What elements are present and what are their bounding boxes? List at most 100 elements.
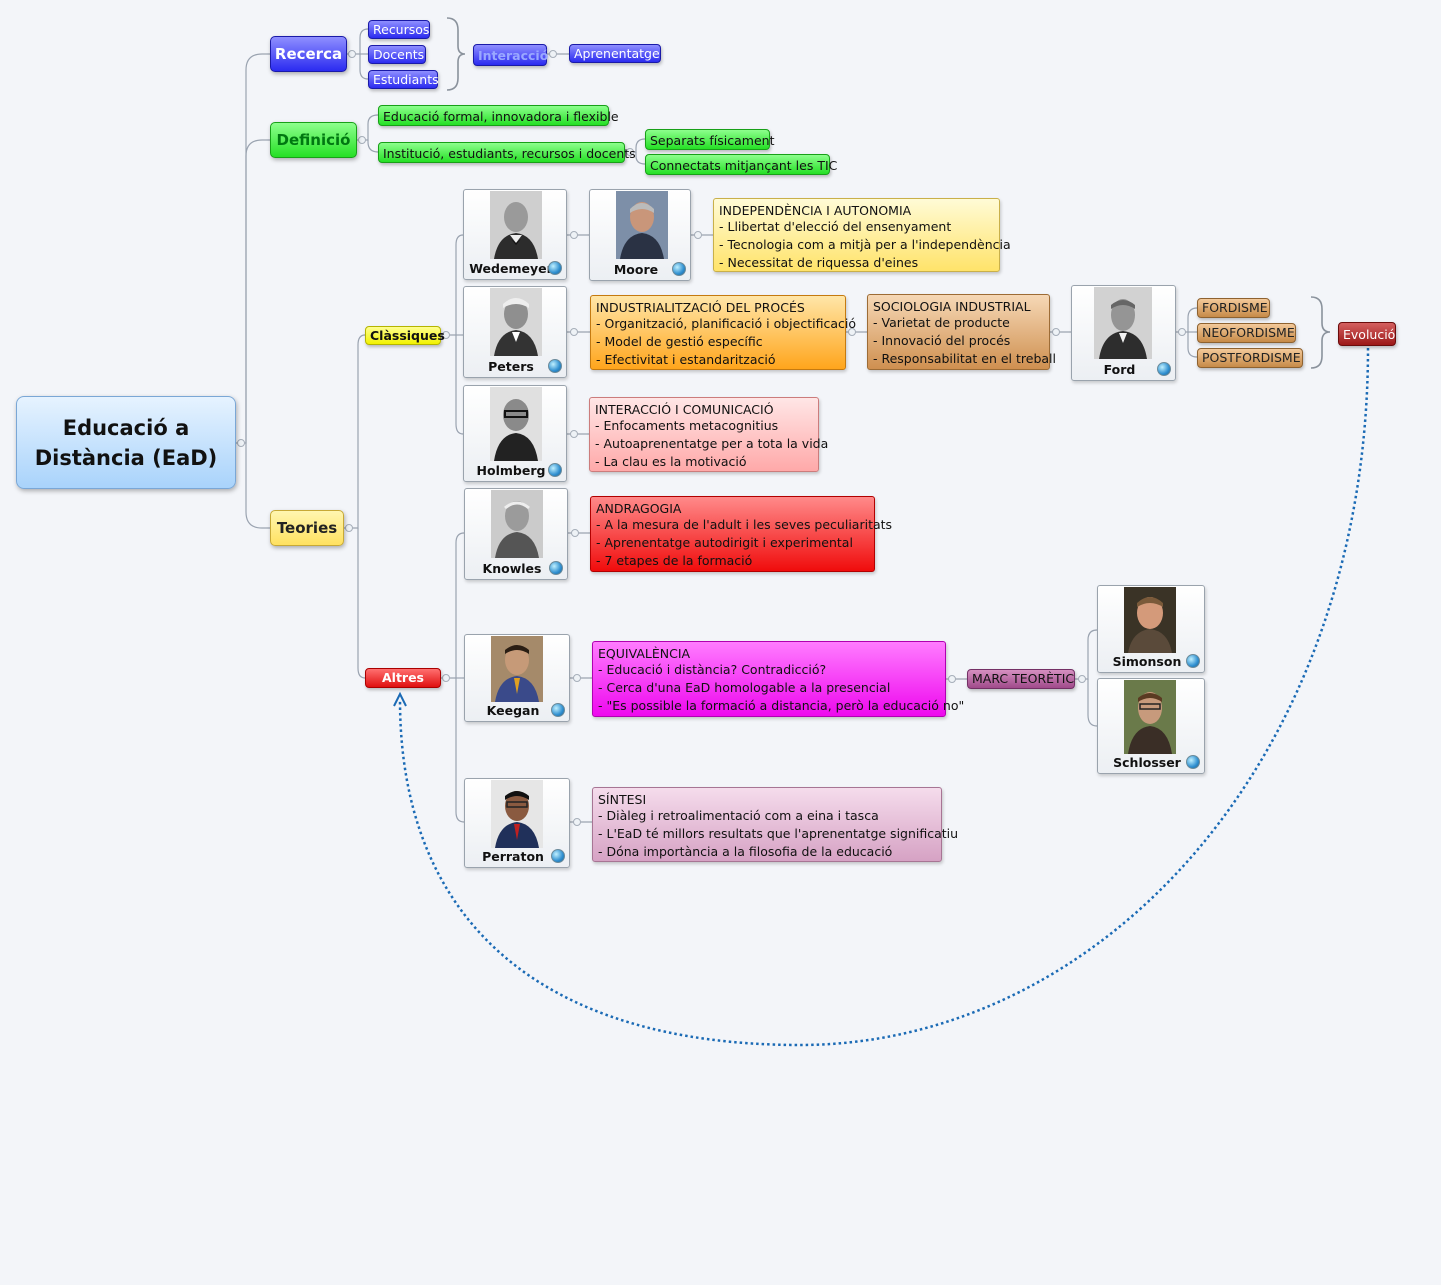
globe-icon[interactable]	[551, 849, 565, 863]
note-line: - Educació i distància? Contradicció?	[598, 662, 827, 677]
root-topic[interactable]: Educació a Distància (EaD)	[16, 396, 236, 489]
topic-aprenentatge-label: Aprenentatge	[574, 46, 660, 61]
note-title: INTERACCIÓ I COMUNICACIÓ	[595, 402, 774, 417]
topic-recursos[interactable]: Recursos	[368, 20, 430, 39]
note-line: - Enfocaments metacognitius	[595, 418, 779, 433]
note-line: - "Es possible la formació a distancia, …	[598, 698, 965, 713]
topic-marc-teoretic-label: MARC TEORÈTIC	[972, 671, 1075, 686]
person-simonson[interactable]: Simonson	[1097, 585, 1205, 673]
note-andragogia[interactable]: ANDRAGOGIA - A la mesura de l'adult i le…	[590, 496, 893, 572]
note-equivalencia[interactable]: EQUIVALÈNCIA - Educació i distància? Con…	[592, 641, 965, 717]
portrait-image	[1124, 680, 1176, 754]
person-name: Schlosser	[1113, 755, 1181, 770]
note-sociologia[interactable]: SOCIOLOGIA INDUSTRIAL - Varietat de prod…	[867, 294, 1056, 370]
topic-fordisme-label: FORDISME	[1202, 300, 1268, 315]
portrait-image	[491, 636, 543, 702]
person-perraton[interactable]: Perraton	[464, 778, 570, 868]
topic-docents[interactable]: Docents	[368, 45, 426, 64]
person-name: Keegan	[486, 703, 540, 718]
globe-icon[interactable]	[1186, 755, 1200, 769]
person-name: Simonson	[1112, 654, 1182, 669]
branch-definicio-label: Definició	[276, 131, 351, 149]
topic-postfordisme[interactable]: POSTFORDISME	[1197, 348, 1303, 368]
note-title: ANDRAGOGIA	[596, 501, 682, 516]
globe-icon[interactable]	[549, 561, 563, 575]
note-line: - Aprenentatge autodirigit i experimenta…	[596, 535, 853, 550]
note-industrialitzacio[interactable]: INDUSTRIALITZACIÓ DEL PROCÉS - Organitza…	[590, 295, 856, 370]
topic-educacio-formal-label: Educació formal, innovadora i flexible	[383, 109, 619, 124]
relationship-line	[398, 347, 1370, 1047]
branch-teories[interactable]: Teories	[270, 510, 344, 546]
person-name: Knowles	[482, 561, 542, 576]
globe-icon[interactable]	[1186, 654, 1200, 668]
topic-classiques[interactable]: Clàssiques	[365, 326, 445, 345]
topic-institucio-label: Institució, estudiants, recursos i docen…	[383, 146, 636, 161]
person-keegan[interactable]: Keegan	[464, 634, 570, 722]
note-line: - Necessitat de riquessa d'eines	[719, 255, 919, 270]
note-line: - Responsabilitat en el treball	[873, 351, 1056, 366]
note-line: - Innovació del procés	[873, 333, 1011, 348]
topic-institucio[interactable]: Institució, estudiants, recursos i docen…	[378, 142, 636, 163]
person-wedemeyer[interactable]: Wedemeyer	[463, 189, 567, 280]
globe-icon[interactable]	[548, 359, 562, 373]
note-independencia[interactable]: INDEPENDÈNCIA I AUTONOMIA - Llibertat d'…	[713, 198, 1011, 272]
topic-altres-label: Altres	[381, 670, 425, 685]
topic-aprenentatge[interactable]: Aprenentatge	[569, 44, 661, 63]
topic-fordisme[interactable]: FORDISME	[1197, 298, 1270, 318]
person-name: Moore	[613, 262, 659, 277]
globe-icon[interactable]	[551, 703, 565, 717]
arrow-head-icon	[393, 691, 407, 707]
portrait-image	[490, 387, 542, 461]
globe-icon[interactable]	[548, 463, 562, 477]
note-line: - Diàleg i retroalimentació com a eina i…	[598, 808, 879, 823]
topic-separats[interactable]: Separats físicament	[645, 129, 775, 150]
topic-evolucio[interactable]: Evolució	[1338, 322, 1396, 346]
person-holmberg[interactable]: Holmberg	[463, 385, 567, 482]
portrait-image	[491, 780, 543, 848]
topic-classiques-label: Clàssiques	[370, 328, 445, 343]
note-line: - Tecnologia com a mitjà per a l'indepen…	[719, 237, 1011, 252]
topic-educacio-formal[interactable]: Educació formal, innovadora i flexible	[378, 105, 619, 126]
topic-connectats[interactable]: Connectats mitjançant les TIC	[645, 154, 837, 175]
topic-altres[interactable]: Altres	[365, 668, 441, 688]
note-title: SÍNTESI	[598, 792, 647, 807]
person-ford[interactable]: Ford	[1071, 285, 1176, 381]
brace	[1310, 296, 1331, 369]
note-line: - Dóna importància a la filosofia de la …	[598, 844, 893, 859]
note-line: - A la mesura de l'adult i les seves pec…	[596, 517, 893, 532]
person-knowles[interactable]: Knowles	[464, 488, 568, 580]
root-label: Educació a Distància (EaD)	[34, 415, 218, 470]
note-line: - Efectivitat i estandarització	[596, 352, 776, 367]
topic-evolucio-label: Evolució	[1343, 327, 1396, 342]
branch-definicio[interactable]: Definició	[270, 122, 357, 158]
branch-recerca-label: Recerca	[274, 45, 343, 63]
topic-estudiants[interactable]: Estudiants	[368, 70, 439, 89]
note-title: INDEPENDÈNCIA I AUTONOMIA	[719, 203, 912, 218]
note-line: - La clau es la motivació	[595, 454, 747, 469]
topic-neofordisme[interactable]: NEOFORDISME	[1197, 323, 1296, 343]
note-line: - Autoaprenentatge per a tota la vida	[595, 436, 829, 451]
note-line: - Varietat de producte	[873, 315, 1010, 330]
globe-icon[interactable]	[672, 262, 686, 276]
branch-recerca[interactable]: Recerca	[270, 36, 347, 72]
topic-interaccio[interactable]: Interacció	[473, 44, 549, 66]
globe-icon[interactable]	[548, 261, 562, 275]
globe-icon[interactable]	[1157, 362, 1171, 376]
portrait-image	[491, 490, 543, 558]
note-line: - Llibertat d'elecció del ensenyament	[719, 219, 952, 234]
portrait-image	[1124, 587, 1176, 653]
note-sintesi[interactable]: SÍNTESI - Diàleg i retroalimentació com …	[592, 787, 958, 862]
person-name: Wedemeyer	[469, 261, 553, 276]
portrait-image	[490, 191, 542, 259]
note-interaccio[interactable]: INTERACCIÓ I COMUNICACIÓ - Enfocaments m…	[589, 397, 829, 472]
note-line: - 7 etapes de la formació	[596, 553, 753, 568]
note-title: SOCIOLOGIA INDUSTRIAL	[873, 299, 1031, 314]
person-schlosser[interactable]: Schlosser	[1097, 678, 1205, 774]
portrait-image	[616, 191, 668, 259]
topic-interaccio-label: Interacció	[478, 48, 549, 63]
person-name: Perraton	[482, 849, 544, 864]
topic-marc-teoretic[interactable]: MARC TEORÈTIC	[967, 669, 1075, 689]
person-moore[interactable]: Moore	[589, 189, 691, 281]
person-peters[interactable]: Peters	[463, 286, 567, 378]
